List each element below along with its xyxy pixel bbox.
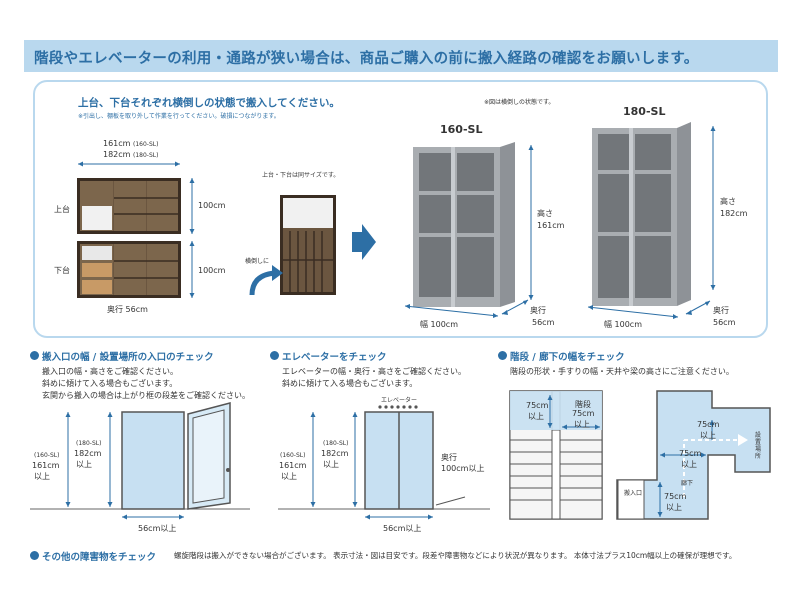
stairs-label: 階段 (575, 400, 591, 409)
model-180-name: 180-SL (623, 105, 666, 118)
sec2-line-2: 斜めに傾けて入る場合もございます。 (282, 379, 418, 388)
upper-label: 上台 (54, 205, 70, 214)
stair-w2-above: 以上 (574, 420, 590, 429)
sec2-above1: 以上 (281, 472, 297, 481)
sec1-title: 搬入口の幅 / 設置場所の入口のチェック (42, 352, 214, 363)
sec2-bullet-icon (270, 351, 279, 360)
sec2-title: エレベーターをチェック (282, 352, 387, 363)
m180-height-value: 182cm (720, 209, 748, 218)
sec2-width: 56cm以上 (383, 524, 422, 533)
sec2-val160: 161cm (279, 461, 307, 470)
stair-w-above: 以上 (528, 412, 544, 421)
sec1-val160: 161cm (32, 461, 60, 470)
sec2-tag160: (160-SL) (280, 452, 306, 459)
m180-height-label: 高さ (720, 197, 736, 206)
sec3-bullet-icon (498, 351, 507, 360)
bottom-bullet-icon (30, 551, 39, 560)
sec2-depth-value: 100cm以上 (441, 464, 485, 473)
top-note: ※引出し、棚板を取り外して作業を行ってください。破損につながります。 (78, 113, 280, 120)
lower-label: 下台 (54, 266, 70, 275)
top-title: 上台、下台それぞれ横倒しの状態で搬入してください。 (78, 97, 340, 109)
m180-depth-value: 56cm (713, 318, 736, 327)
entrance-label: 搬入口 (624, 490, 643, 497)
same-size-note: 上台・下台は同サイズです。 (262, 172, 340, 179)
install-label: 設置場所 (755, 432, 762, 460)
m160-height-value: 161cm (537, 221, 565, 230)
sec1-width: 56cm以上 (138, 524, 177, 533)
m180-depth-label: 奥行 (713, 306, 729, 315)
sec2-depth-label: 奥行 (441, 453, 457, 462)
sec2-line-1: エレベーターの幅・奥行・高さをご確認ください。 (282, 367, 466, 376)
standing-cabinet-photo (280, 195, 336, 295)
m160-depth-value: 56cm (532, 318, 555, 327)
sec1-line-3: 玄関から搬入の場合は上がり框の段差をご確認ください。 (42, 391, 250, 400)
m160-depth-label: 奥行 (530, 306, 546, 315)
upper-cabinet-photo (77, 178, 181, 234)
illustration-note: ※図は横倒しの状態です。 (484, 99, 555, 106)
sec3-line-1: 階段の形状・手すりの幅・天井や梁の高さにご注意ください。 (510, 367, 734, 376)
hall3-above: 以上 (666, 503, 682, 512)
hall3-val: 75cm (664, 492, 687, 501)
width-161-label: 161cm (160-SL) (103, 139, 159, 148)
sec1-line-2: 斜めに傾けて入る場合もございます。 (42, 379, 178, 388)
sec2-tag180: (180-SL) (323, 440, 349, 447)
sec1-bullet-icon (30, 351, 39, 360)
corridor-label: 廊下 (681, 480, 694, 487)
sec1-val180: 182cm (74, 449, 102, 458)
shelf-160-drawing (413, 142, 515, 307)
sec1-tag160: (160-SL) (34, 452, 60, 459)
m180-width: 幅 100cm (604, 320, 643, 329)
sec2-val180: 182cm (321, 449, 349, 458)
sec1-line-1: 搬入口の幅・高さをご確認ください。 (42, 367, 178, 376)
sec2-above2: 以上 (323, 460, 339, 469)
model-160-name: 160-SL (440, 123, 483, 136)
depth-56: 奥行 56cm (107, 305, 148, 314)
bottom-note: 螺旋階段は搬入ができない場合がございます。 表示寸法・図は目安です。段差や障害物… (174, 551, 737, 560)
hall2-val: 75cm (679, 449, 702, 458)
header-banner: 階段やエレベーターの利用・通路が狭い場合は、商品ご購入の前に搬入経路の確認をお願… (24, 40, 778, 72)
hall1-above: 以上 (700, 431, 716, 440)
lay-down-label: 横倒しに (245, 258, 270, 265)
sec1-above2: 以上 (76, 460, 92, 469)
sec3-title: 階段 / 廊下の幅をチェック (510, 352, 625, 363)
elevator-label: エレベーター (381, 397, 418, 404)
upper-height: 100cm (198, 201, 226, 210)
stair-w-val: 75cm (526, 401, 549, 410)
sec1-above1: 以上 (34, 472, 50, 481)
hall2-above: 以上 (681, 460, 697, 469)
sec1-tag180: (180-SL) (76, 440, 102, 447)
hall1-val: 75cm (697, 420, 720, 429)
stair-w2-val: 75cm (572, 409, 595, 418)
shelf-180-drawing (592, 122, 691, 306)
m160-width: 幅 100cm (420, 320, 459, 329)
lower-cabinet-photo (77, 241, 181, 298)
width-182-label: 182cm (180-SL) (103, 150, 159, 159)
lower-height: 100cm (198, 266, 226, 275)
header-title: 階段やエレベーターの利用・通路が狭い場合は、商品ご購入の前に搬入経路の確認をお願… (34, 51, 699, 67)
bottom-title: その他の障害物をチェック (42, 552, 157, 563)
m160-height-label: 高さ (537, 209, 553, 218)
